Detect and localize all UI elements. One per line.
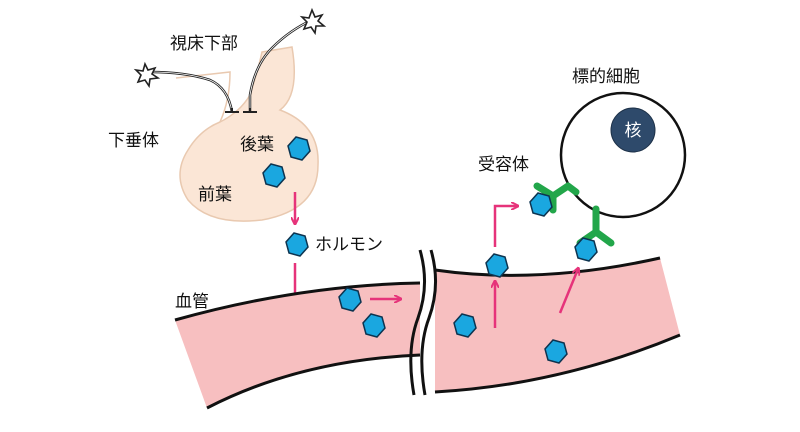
binding-arrow — [493, 206, 517, 247]
label-nucleus: 核 — [625, 121, 642, 141]
label-posterior-lobe: 後葉 — [240, 135, 274, 155]
neuron-left — [133, 61, 239, 113]
vessel-right-bottom-wall — [434, 333, 681, 394]
receptor-icon — [533, 182, 580, 214]
label-anterior-lobe: 前葉 — [198, 185, 232, 205]
label-target-cell: 標的細胞 — [572, 67, 640, 87]
hormone-icon — [285, 232, 309, 257]
pituitary-shape-left — [175, 71, 231, 123]
label-hormone: ホルモン — [315, 235, 383, 255]
hormone-icon — [262, 163, 286, 188]
hormone-icon — [574, 237, 598, 262]
neuron-left-terminal — [225, 108, 239, 113]
vessel-left-bottom-wall — [206, 353, 421, 410]
neuron-top — [243, 7, 327, 113]
hormone-icon — [453, 313, 477, 338]
label-hypothalamus: 視床下部 — [170, 34, 238, 54]
label-receptor: 受容体 — [478, 155, 529, 175]
blood-vessel — [174, 249, 681, 410]
vessel-left-top-wall — [174, 281, 421, 322]
nucleus — [610, 107, 656, 153]
label-pituitary: 下垂体 — [108, 131, 159, 151]
vessel-break-icon — [420, 249, 438, 396]
neuron-top-terminal — [243, 108, 257, 113]
hormone-icon — [529, 192, 553, 217]
hormone-icon — [287, 136, 311, 161]
hormone-icon — [485, 253, 509, 278]
vessel-right-top-wall — [434, 256, 661, 277]
vessel-left-segment — [175, 283, 420, 408]
hormone-icon — [338, 287, 362, 312]
hormone-icon — [362, 313, 386, 338]
neuron-left-axon-inner — [149, 71, 233, 113]
neuron-top-body-icon — [299, 7, 327, 36]
neuron-left-body-icon — [133, 61, 161, 89]
vessel-break-icon — [409, 249, 427, 396]
exit-arrow — [558, 269, 578, 314]
neuron-top-axon-inner — [249, 19, 313, 112]
hormone-icon — [544, 339, 568, 364]
neuron-left-axon — [149, 70, 234, 113]
label-blood-vessel: 血管 — [175, 292, 209, 312]
